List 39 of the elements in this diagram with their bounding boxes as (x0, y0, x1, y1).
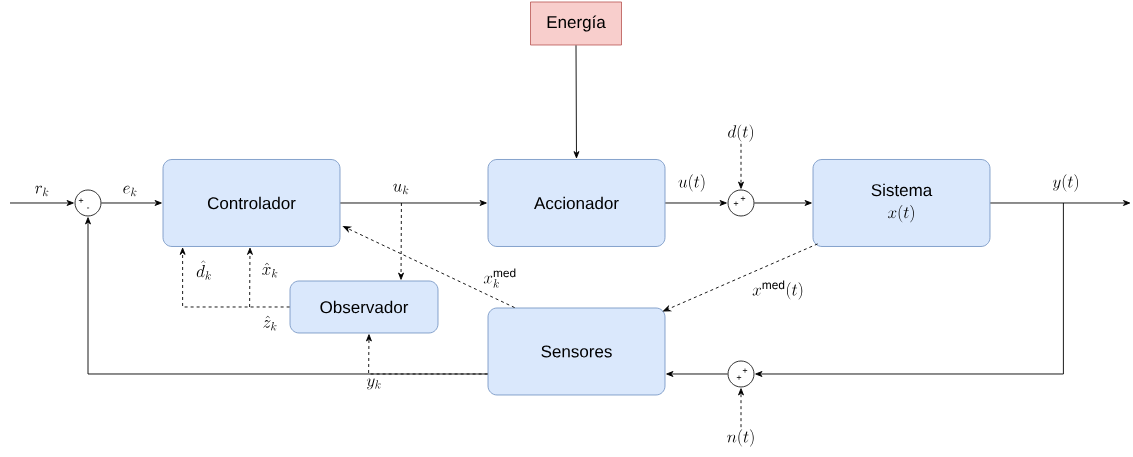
dashed-arrow (247, 247, 253, 308)
arrow (755, 202, 1064, 377)
edge-label: $r_k$ (33, 185, 51, 197)
arrow (9, 200, 74, 206)
arrow (664, 200, 727, 206)
edge-label: $\hat{x}_k$ (260, 261, 280, 279)
edge-label: $u(t)$ (677, 173, 707, 193)
arrow (100, 200, 162, 206)
summing-junction: + + (727, 360, 755, 388)
arrow (573, 44, 580, 159)
summing-junction: + - (74, 189, 102, 217)
signal-label: $\hat{z}_k$ (263, 315, 277, 331)
signal-label: $d(t)$ (728, 124, 753, 142)
arrow (753, 200, 812, 206)
edge-label: $e_k$ (121, 185, 139, 197)
process-box: Controlador (162, 159, 341, 247)
signal-label: $n(t)$ (727, 429, 754, 447)
arrow (666, 371, 729, 377)
dashed-arrow (738, 143, 744, 189)
edge-label: $y_k$ (365, 377, 383, 391)
process-box: Accionador (487, 159, 666, 247)
dashed-arrow (398, 202, 404, 280)
process-box: Sensores (487, 307, 666, 396)
dashed-arrow (179, 247, 291, 308)
edge-label: $u_k$ (391, 183, 411, 195)
edge-label: $x_k^{\mathrm{med}}$ (482, 267, 518, 289)
arrow (989, 200, 1131, 206)
edge-label: $\hat{d}_k$ (195, 259, 213, 281)
source-box: Energía (530, 1, 622, 46)
dashed-arrow (343, 226, 516, 309)
edge-label: $y(t)$ (1051, 173, 1081, 193)
summing-junction: + + (727, 189, 755, 217)
dashed-arrow (738, 388, 744, 428)
arrow (339, 200, 487, 206)
process-box: Observador (289, 280, 439, 334)
dashed-arrow (663, 243, 819, 312)
dashed-arrow (366, 334, 489, 375)
process-box: Sistema $x(t)$ (812, 159, 991, 247)
edge-label: $x^{\mathrm{med}}(t)$ (751, 279, 805, 301)
